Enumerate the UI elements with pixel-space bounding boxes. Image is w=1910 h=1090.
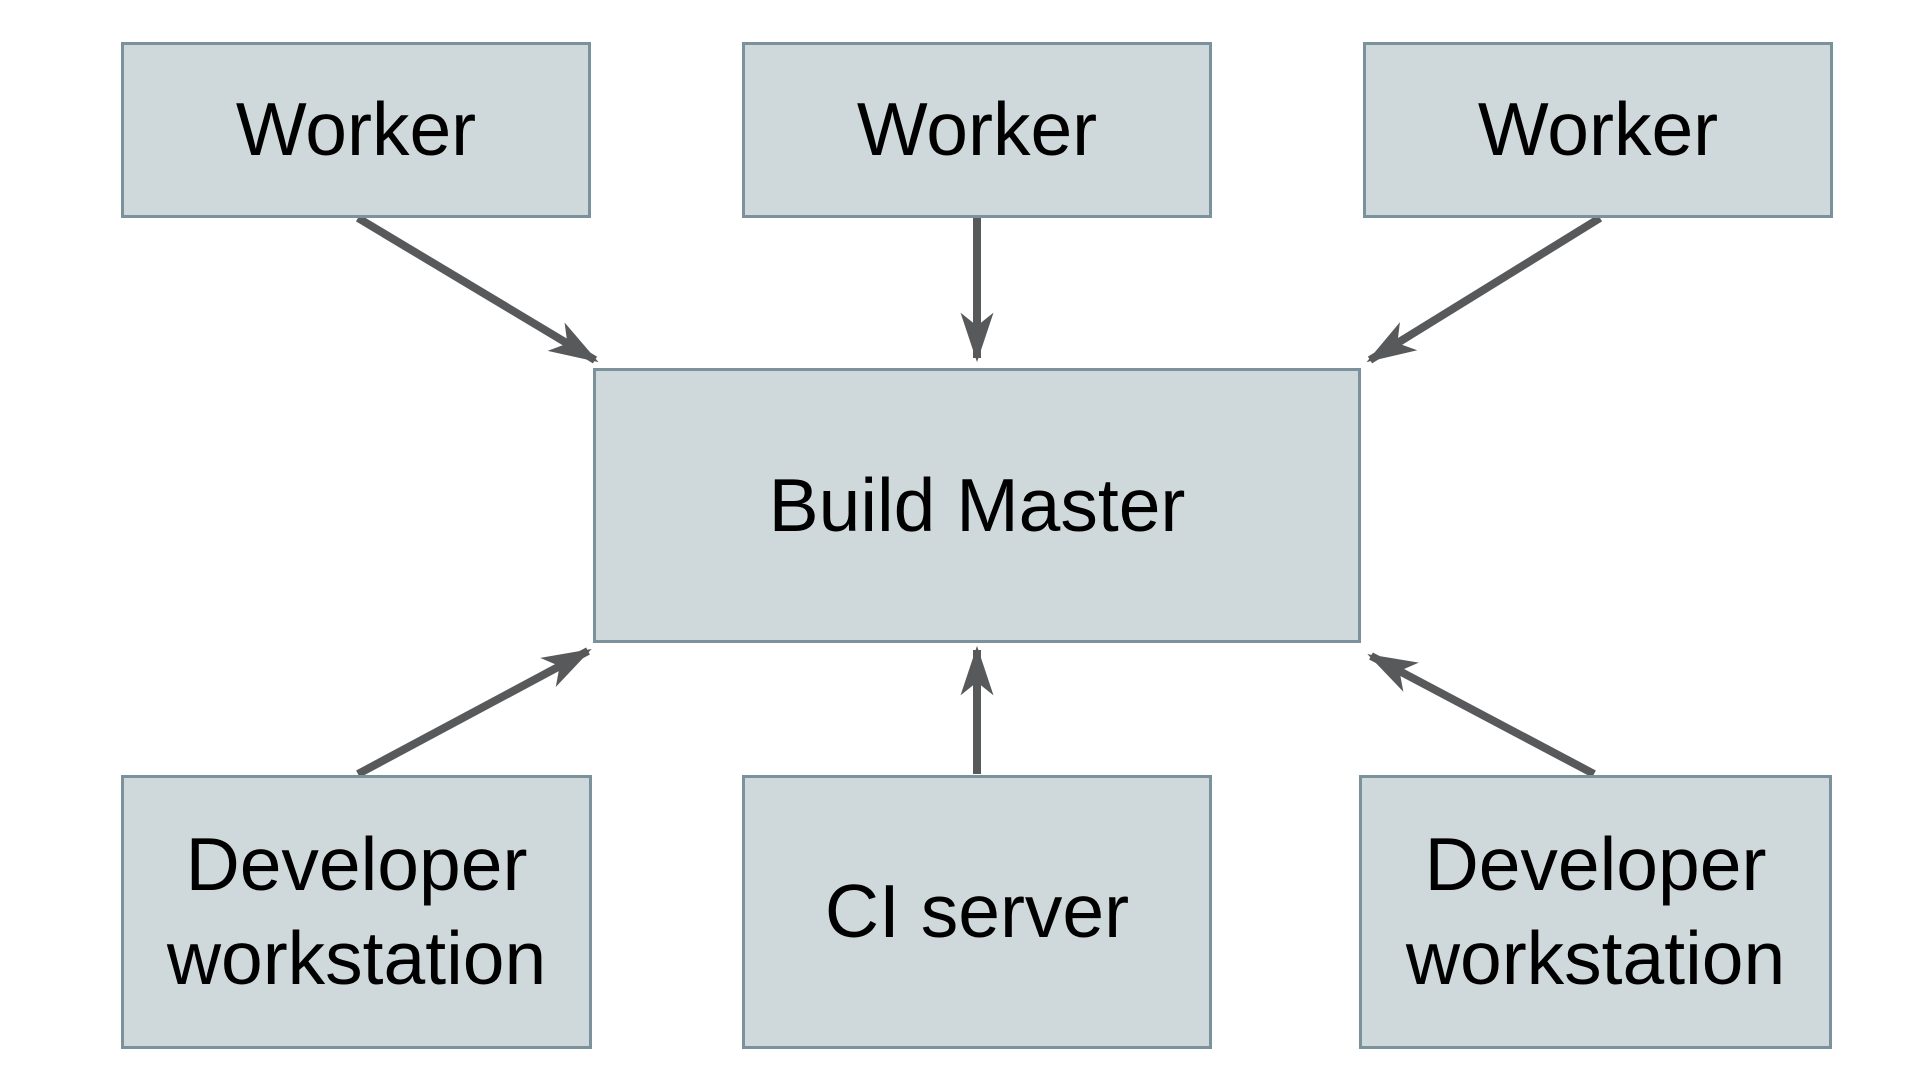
- node-label: Developer workstation: [166, 822, 547, 1000]
- node-worker-3: Worker: [1363, 42, 1833, 218]
- node-build-master: Build Master: [593, 368, 1361, 643]
- edge-worker-3-to-build-master: [1366, 214, 1603, 364]
- node-label: Worker: [1477, 87, 1719, 172]
- node-label: CI server: [824, 869, 1130, 954]
- edge-dev-left-to-build-master: [356, 647, 592, 778]
- node-worker-1: Worker: [121, 42, 591, 218]
- edge-dev-right-to-build-master: [1367, 652, 1596, 778]
- node-label: Developer workstation: [1405, 822, 1786, 1000]
- node-developer-workstation-left: Developer workstation: [121, 775, 592, 1049]
- node-label: Worker: [235, 87, 477, 172]
- node-worker-2: Worker: [742, 42, 1212, 218]
- node-ci-server: CI server: [742, 775, 1212, 1049]
- node-developer-workstation-right: Developer workstation: [1359, 775, 1832, 1049]
- node-label: Worker: [856, 87, 1098, 172]
- edge-worker-1-to-build-master: [355, 214, 599, 364]
- node-label: Build Master: [768, 462, 1186, 547]
